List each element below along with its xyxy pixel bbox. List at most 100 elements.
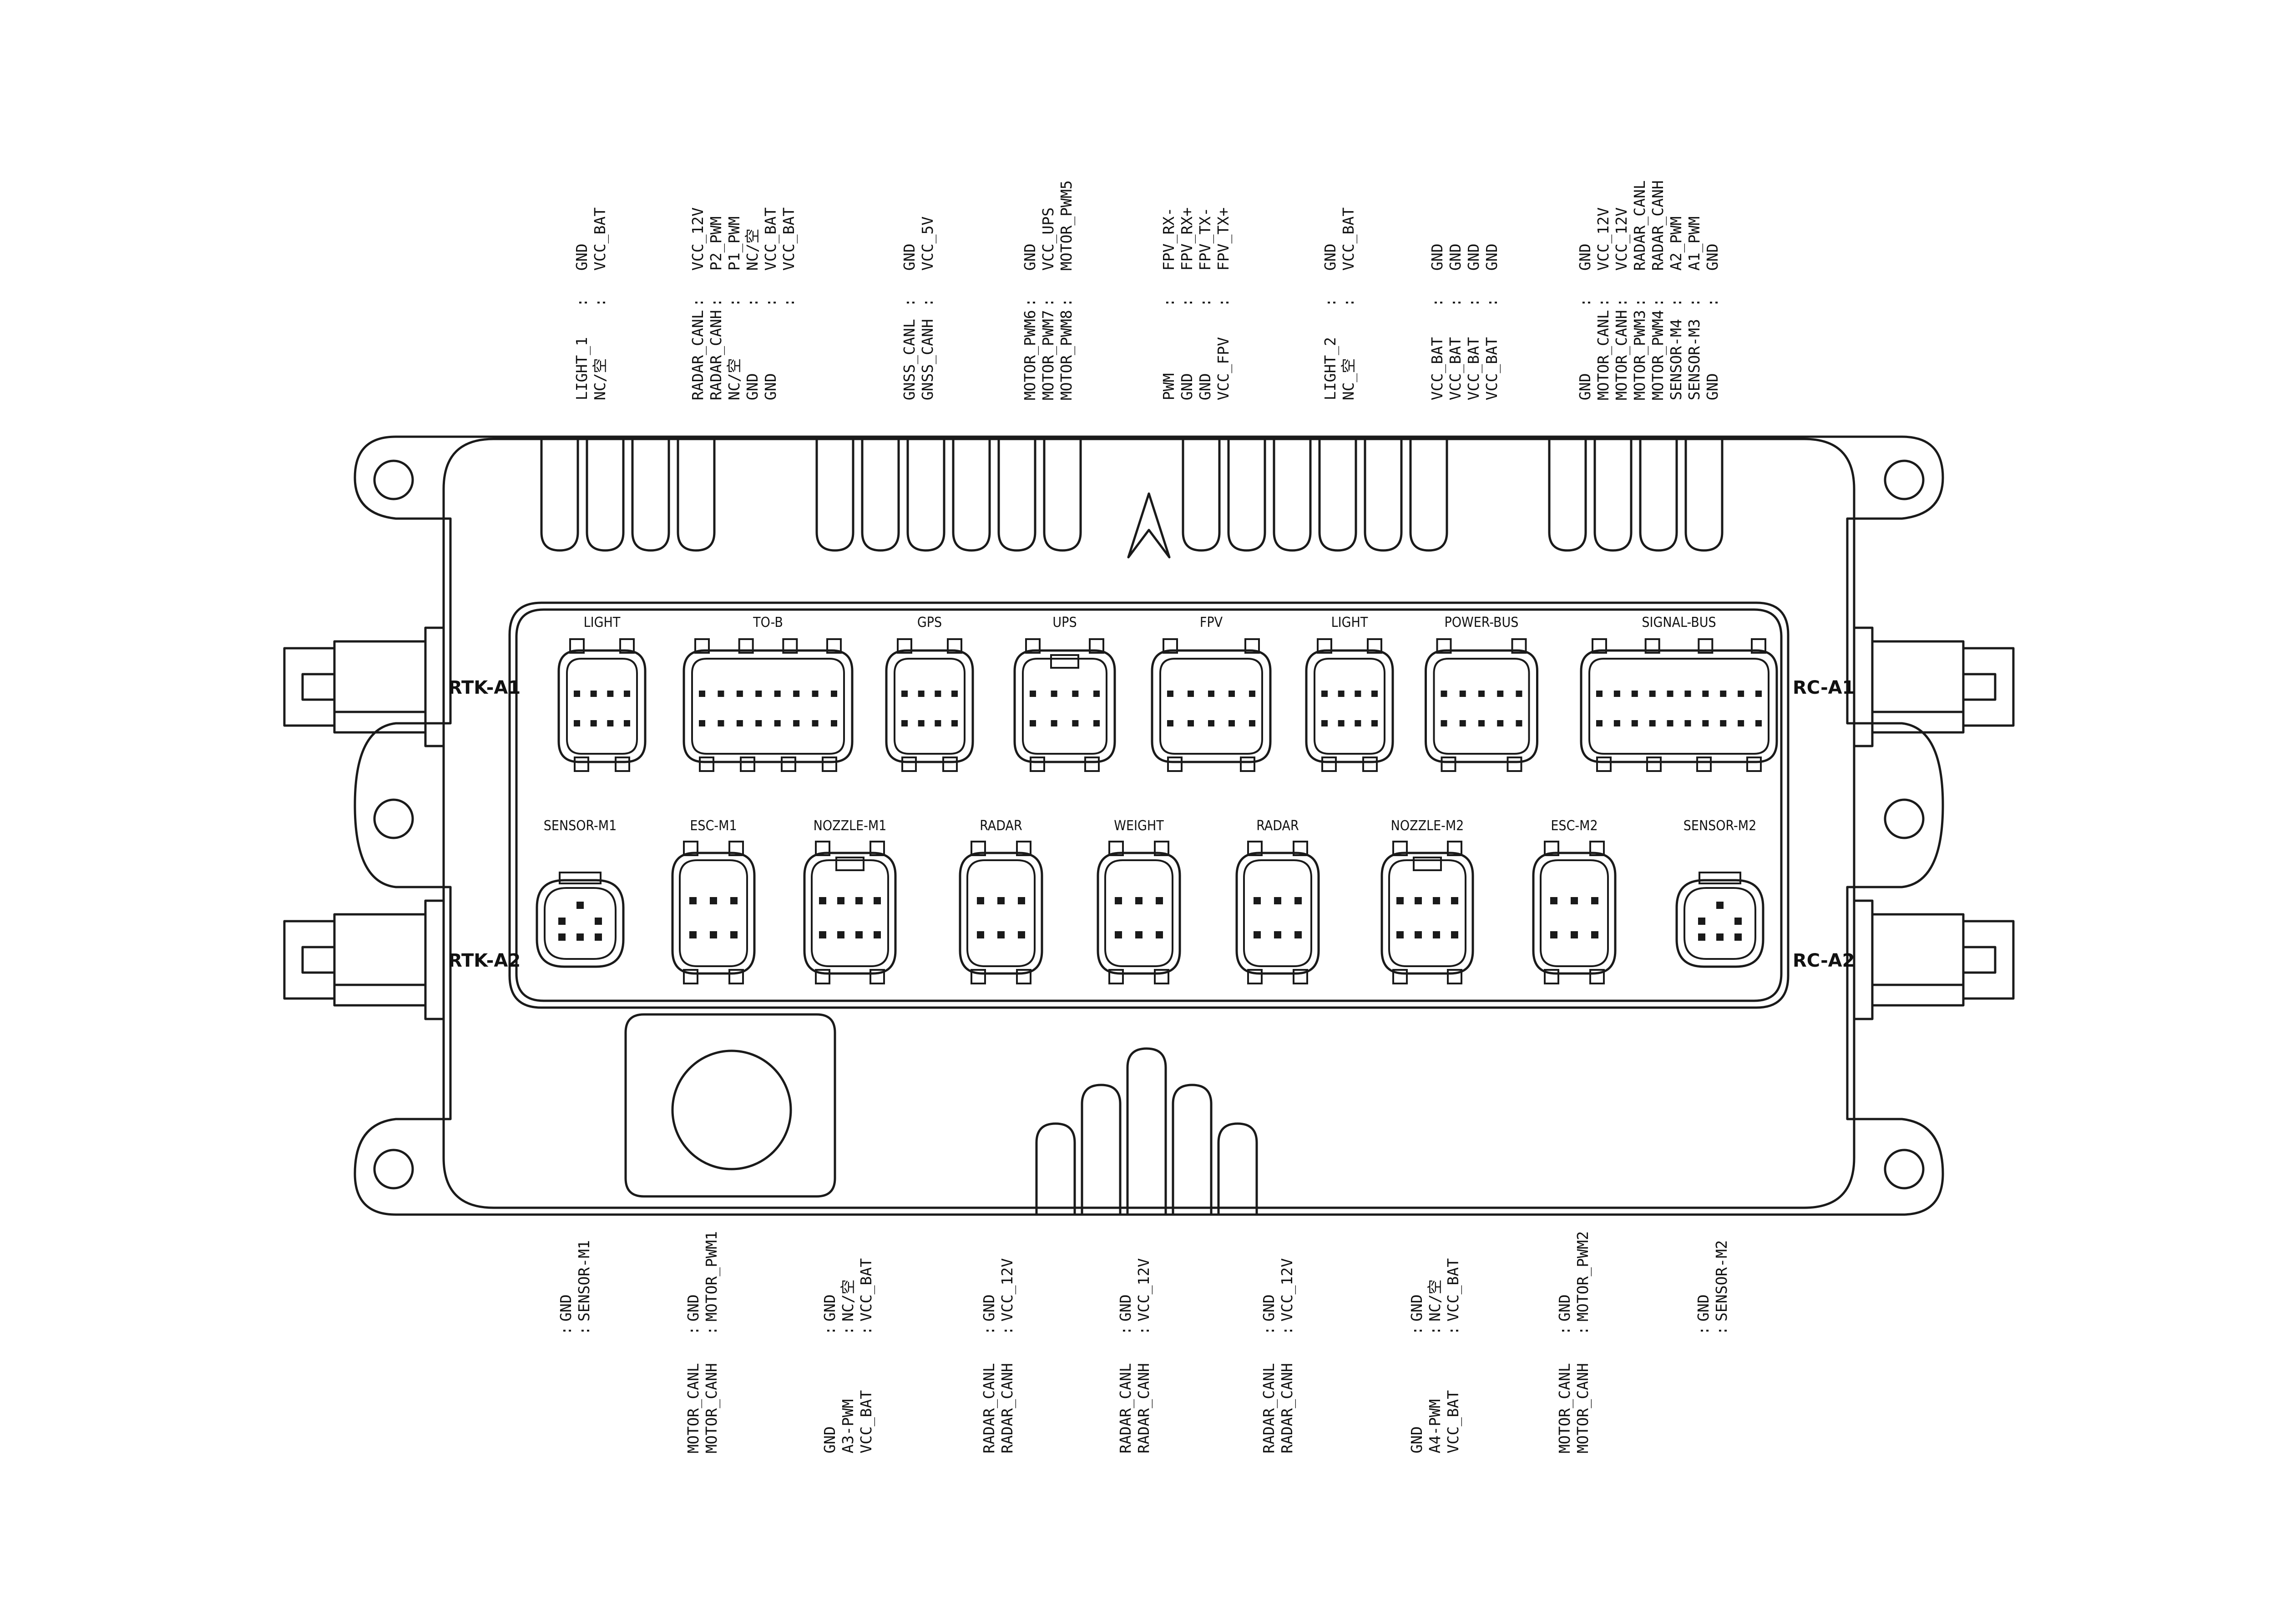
latch-tab (1367, 638, 1382, 654)
connector-pin (1596, 720, 1603, 726)
pin-label: RADAR_CANH (707, 310, 725, 400)
connector-label: RADAR (1256, 818, 1299, 834)
pin-separator: : (707, 298, 725, 307)
pin-label: VCC_BAT (857, 1390, 875, 1453)
pin-separator: : (1214, 298, 1232, 307)
pin-separator: : (1694, 1326, 1712, 1335)
cooling-fin (1182, 438, 1221, 552)
pin-separator: : (900, 298, 918, 307)
connector-pin (718, 691, 724, 697)
latch-tab (1447, 969, 1462, 984)
pin-separator: : (919, 298, 936, 307)
connector-pin (901, 720, 908, 726)
latch-tab (1699, 872, 1741, 884)
pin-label: GND (1178, 373, 1196, 400)
connector-pin (1338, 691, 1345, 697)
latch-tab (1167, 757, 1183, 772)
connector-pin (1396, 931, 1404, 938)
pin-label: VCC_12V (1135, 1258, 1153, 1321)
latch-tab (870, 969, 885, 984)
pin-label: A2_PWM (1667, 217, 1685, 271)
latch-tab (971, 969, 986, 984)
pin-separator: : (762, 298, 779, 307)
connector-label: SIGNAL-BUS (1642, 615, 1716, 630)
connector-pin (1720, 720, 1727, 726)
connector-pin (1156, 897, 1163, 904)
connector-pin (1156, 931, 1163, 938)
pin-separator: : (1408, 1326, 1426, 1335)
pin-separator: : (1039, 298, 1057, 307)
pin-label: VCC_BAT (1465, 337, 1483, 400)
connector-pin (1459, 691, 1466, 697)
pin-label: SENSOR-M2 (1713, 1240, 1730, 1321)
connector-pin (699, 691, 705, 697)
connector-pin (831, 691, 837, 697)
connector-to-b: TO-B (682, 615, 854, 772)
pin-label: GND (1576, 243, 1594, 271)
connector-label: NOZZLE-M1 (814, 818, 887, 834)
connector-pin (1254, 931, 1261, 938)
latch-tab (1163, 638, 1178, 654)
connector-pin (1018, 931, 1025, 938)
latch-tab (683, 969, 698, 984)
connector-pin (1571, 931, 1578, 938)
connector-pin (624, 720, 630, 726)
housing (354, 435, 1944, 1216)
connector-pin (1249, 720, 1255, 726)
connector-shell (1305, 649, 1394, 763)
connector-pin (997, 897, 1005, 904)
connector-pin (1516, 691, 1522, 697)
pin-label: RADAR_CANL (689, 310, 707, 400)
latch-tab (1025, 638, 1041, 654)
connector-nozzle-m1: NOZZLE-M1 (803, 818, 897, 984)
pin-label: GNSS_CANH (919, 319, 937, 400)
pin-label: RADAR_CANH (1278, 1363, 1296, 1453)
latch-tab (1016, 969, 1031, 984)
connector-pin (793, 691, 800, 697)
connector-pin (935, 691, 941, 697)
connector-pin (1338, 720, 1345, 726)
connector-pin (736, 691, 743, 697)
connector-pin (1018, 897, 1025, 904)
connector-sensor-m2: SENSOR-M2 (1675, 818, 1764, 968)
connector-pin (1441, 720, 1447, 726)
pin-separator: : (1340, 298, 1357, 307)
side-connector-body (1871, 913, 1965, 1007)
connector-pin (607, 720, 614, 726)
connector-label: LIGHT (584, 615, 621, 630)
latch-tab (1108, 841, 1124, 856)
connector-pin (595, 933, 602, 941)
pin-label: GND (557, 1294, 575, 1321)
latch-tab (781, 757, 796, 772)
pin-label: GND (1576, 373, 1594, 400)
pin-separator: : (557, 1326, 575, 1335)
pin-label: VCC_BAT (1340, 207, 1358, 271)
connector-pin (710, 897, 717, 904)
pin-label: GND (1704, 243, 1721, 271)
connector-pin (977, 931, 984, 938)
connector-pin (1167, 691, 1173, 697)
connector-pin (855, 931, 863, 938)
pin-label: GND (821, 1426, 839, 1453)
pin-label: FPV_TX+ (1214, 207, 1233, 271)
pinout-signal-bus: GND:GNDMOTOR_CANL:VCC_12VMOTOR_CANH:VCC_… (1576, 180, 1721, 400)
connector-shell-inner (966, 859, 1036, 967)
connector-pin (1613, 720, 1620, 726)
connector-shell-inner (544, 887, 617, 960)
pin-label: GND (900, 243, 918, 271)
latch-tab (683, 841, 698, 856)
latch-tab (1646, 757, 1662, 772)
antenna-fin (1126, 1047, 1167, 1216)
latch-tab (1247, 969, 1263, 984)
pin-separator: : (1196, 298, 1214, 307)
connector-pin (1667, 691, 1673, 697)
connector-light: LIGHT (557, 615, 647, 772)
connector-pin (1072, 720, 1079, 726)
connector-weight: WEIGHT (1097, 818, 1181, 984)
connector-pin (831, 720, 837, 726)
connector-pin (1734, 918, 1742, 925)
connector-pin (1591, 897, 1598, 904)
pin-label: GND (1465, 243, 1482, 271)
